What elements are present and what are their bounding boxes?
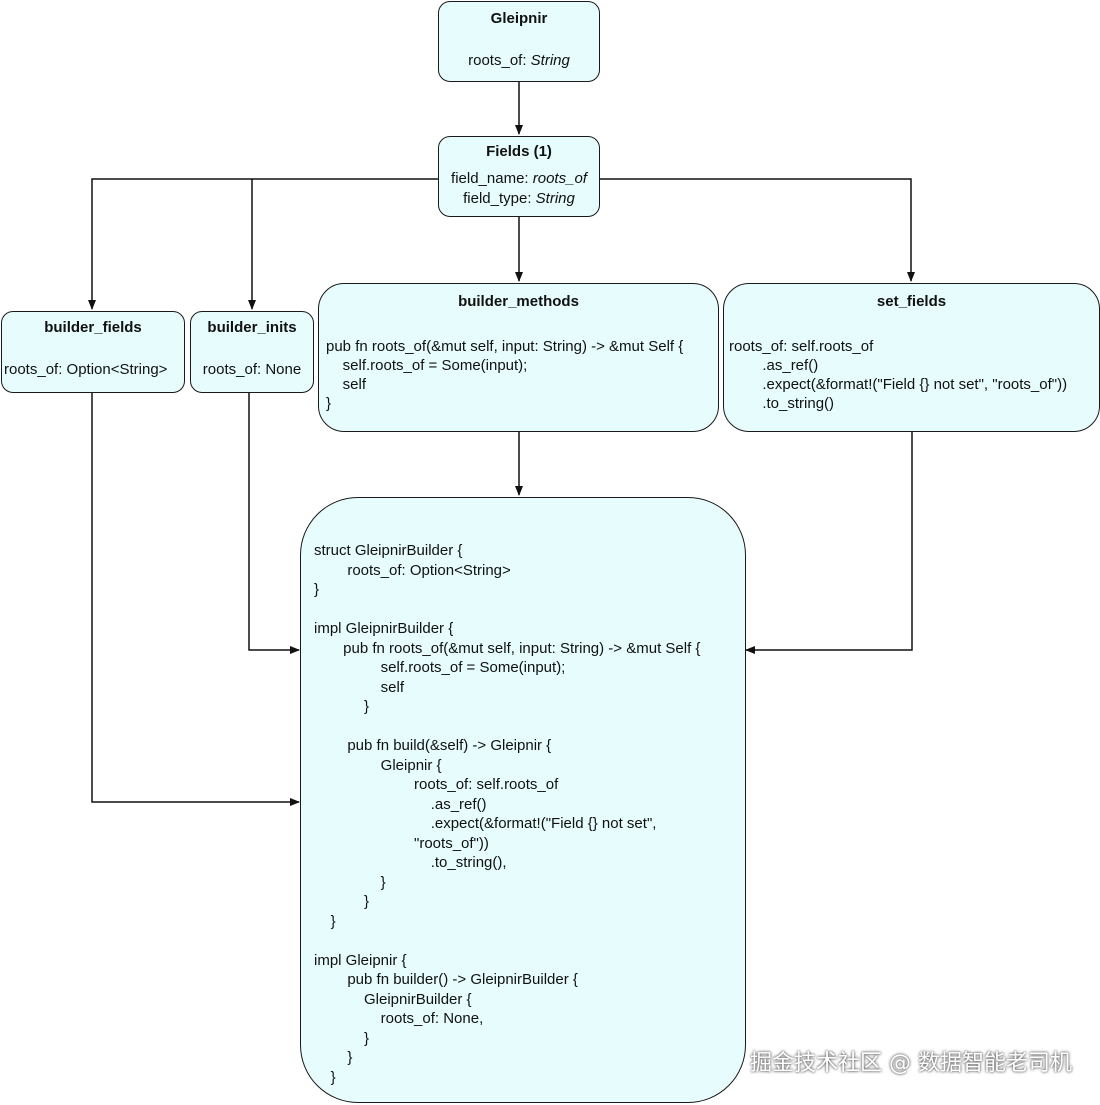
set-fields-code-line-2: .as_ref() <box>729 357 819 374</box>
builder-fields-title: builder_fields <box>44 319 142 336</box>
output-code-line-27: } <box>314 1049 353 1066</box>
builder-methods-code-line-4: } <box>326 395 332 412</box>
output-code-line-22: impl Gleipnir { <box>314 951 407 969</box>
output-code-line-23: pub fn builder() -> GleipnirBuilder { <box>314 971 578 988</box>
output-code-line-18: } <box>314 873 386 891</box>
output-code-line-19: } <box>314 893 370 910</box>
output-code-line-10 <box>314 717 700 737</box>
set-fields-title: set_fields <box>876 293 947 310</box>
output-code-line-8: self <box>314 678 405 696</box>
output-code-line-14: .as_ref() <box>314 795 487 813</box>
edge-set-fields-output <box>745 432 913 654</box>
fields-title: Fields (1) <box>486 143 552 160</box>
set-fields-code-line-1: roots_of: self.roots_of <box>729 338 874 355</box>
output-code-node: struct GleipnirBuilder { roots_of: Optio… <box>300 497 746 1103</box>
gleipnir-field-prefix: roots_of: <box>468 52 531 69</box>
gleipnir-field-type: String <box>530 52 570 69</box>
output-code-line-7: self.roots_of = Some(input); <box>314 659 566 676</box>
builder-methods-node: builder_methods pub fn roots_of(&mut sel… <box>318 283 719 432</box>
edge-builder-inits-output <box>248 393 300 654</box>
output-code-line-20: } <box>314 912 336 930</box>
fields-name-prefix: field_name: <box>451 170 533 187</box>
output-code-line-1: struct GleipnirBuilder { <box>314 542 463 559</box>
builder-methods-code-line-2: self.roots_of = Some(input); <box>326 357 528 374</box>
set-fields-code-line-4: .to_string() <box>729 395 835 412</box>
fields-type-value: String <box>535 190 575 207</box>
edge-builder-fields-output <box>91 393 300 806</box>
builder-methods-code-line-1: pub fn roots_of(&mut self, input: String… <box>326 338 684 355</box>
output-code-line-6: pub fn roots_of(&mut self, input: String… <box>314 639 701 657</box>
gleipnir-title: Gleipnir <box>490 10 548 27</box>
fields-node: Fields (1) field_name: roots_of field_ty… <box>438 136 600 217</box>
output-code-line-24: GleipnirBuilder { <box>314 990 472 1008</box>
fields-name-line: field_name: roots_of <box>439 169 599 189</box>
fields-type-line: field_type: String <box>439 189 599 209</box>
output-code-line-13: roots_of: self.roots_of <box>314 776 559 793</box>
output-code-line-12: Gleipnir { <box>314 756 442 774</box>
output-code-line-17: .to_string(), <box>314 854 507 871</box>
output-code-line-9: } <box>314 698 370 715</box>
edge-fields-set-fields <box>600 178 915 282</box>
output-code-line-4 <box>314 600 700 620</box>
gleipnir-field-line: roots_of: String <box>439 51 599 71</box>
set-fields-code-line-3: .expect(&format!("Field {} not set", "ro… <box>729 376 1068 393</box>
builder-fields-node: builder_fields roots_of: Option<String> <box>1 311 185 393</box>
output-code-line-2: roots_of: Option<String> <box>314 561 511 579</box>
output-code-line-5: impl GleipnirBuilder { <box>314 620 454 637</box>
output-code-line-26: } <box>314 1029 370 1047</box>
builder-methods-title: builder_methods <box>458 293 579 310</box>
fields-name-value: roots_of <box>532 170 587 187</box>
fields-type-prefix: field_type: <box>463 190 536 207</box>
output-code-lines: struct GleipnirBuilder { roots_of: Optio… <box>314 541 700 1087</box>
builder-inits-node: builder_inits roots_of: None <box>190 311 314 393</box>
output-code-line-3: } <box>314 581 320 598</box>
output-code-line-21 <box>314 931 700 951</box>
builder-fields-line: roots_of: Option<String> <box>4 361 168 378</box>
output-code-line-28: } <box>314 1068 336 1086</box>
output-code-line-15: .expect(&format!("Field {} not set", <box>314 815 657 832</box>
builder-methods-code-line-3: self <box>326 376 367 393</box>
builder-inits-line: roots_of: None <box>202 361 302 378</box>
output-code-line-11: pub fn build(&self) -> Gleipnir { <box>314 737 552 754</box>
builder-inits-title: builder_inits <box>207 319 297 336</box>
set-fields-node: set_fields roots_of: self.roots_of .as_r… <box>723 283 1100 432</box>
gleipnir-node: Gleipnir roots_of: String <box>438 1 600 82</box>
watermark-text: 掘金技术社区 @ 数据智能老司机 <box>750 1051 1072 1076</box>
output-code-line-16: "roots_of")) <box>314 834 489 852</box>
output-code-line-25: roots_of: None, <box>314 1010 484 1027</box>
edge-fields-builder-fields <box>88 178 438 310</box>
